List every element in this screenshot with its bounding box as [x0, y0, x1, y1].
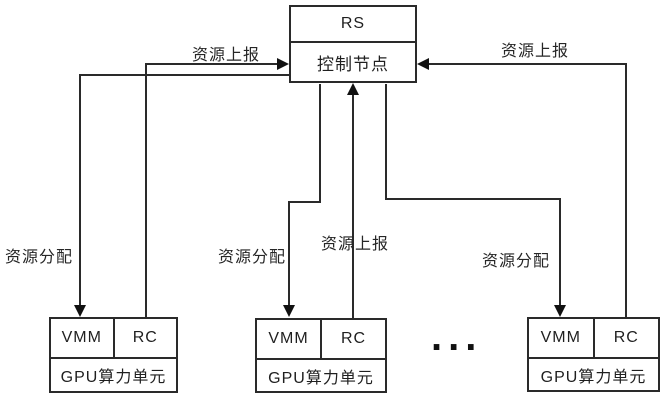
gpu-unit-2-toprow: VMM RC — [257, 320, 385, 360]
report-middle-arrowhead-icon — [347, 83, 359, 95]
rc-cell: RC — [613, 329, 639, 346]
label-report-middle: 资源上报 — [321, 236, 390, 253]
gpu-unit-box-3: VMM RC GPU算力单元 — [527, 317, 660, 392]
report-right-line — [426, 63, 627, 318]
vmm-cell: VMM — [529, 319, 595, 357]
label-report-right: 资源上报 — [501, 43, 570, 60]
gpu-unit-label: GPU算力单元 — [268, 369, 374, 387]
label-allocate-right: 资源分配 — [482, 253, 551, 270]
rc-cell: RC — [132, 329, 158, 346]
ellipsis: ... — [431, 315, 483, 359]
allocate-right-arrowhead-icon — [554, 305, 566, 317]
allocate-left-arrowhead-icon — [74, 305, 86, 317]
gpu-unit-label: GPU算力单元 — [60, 369, 167, 386]
allocate-middle-line — [288, 84, 321, 308]
gpu-unit-box-2: VMM RC GPU算力单元 — [255, 318, 387, 393]
report-right-arrowhead-icon — [417, 58, 429, 70]
vmm-cell: VMM — [51, 319, 115, 357]
control-node-box: RS 控制节点 — [289, 5, 417, 83]
allocate-left-line — [79, 74, 290, 308]
vmm-cell: VMM — [257, 320, 322, 358]
control-node-cell: 控制节点 — [317, 54, 389, 74]
report-left-line — [145, 63, 280, 318]
allocate-right-line — [385, 84, 561, 308]
gpu-unit-label: GPU算力单元 — [540, 368, 647, 386]
rc-cell: RC — [340, 330, 367, 347]
rs-cell: RS — [291, 7, 415, 43]
gpu-unit-1-toprow: VMM RC — [51, 319, 176, 359]
label-report-left: 资源上报 — [192, 47, 261, 64]
allocate-middle-arrowhead-icon — [283, 305, 295, 317]
report-left-arrowhead-icon — [277, 58, 289, 70]
label-allocate-left: 资源分配 — [5, 249, 74, 266]
gpu-unit-3-toprow: VMM RC — [529, 319, 658, 359]
gpu-unit-box-1: VMM RC GPU算力单元 — [49, 317, 178, 393]
label-allocate-middle: 资源分配 — [218, 249, 287, 266]
